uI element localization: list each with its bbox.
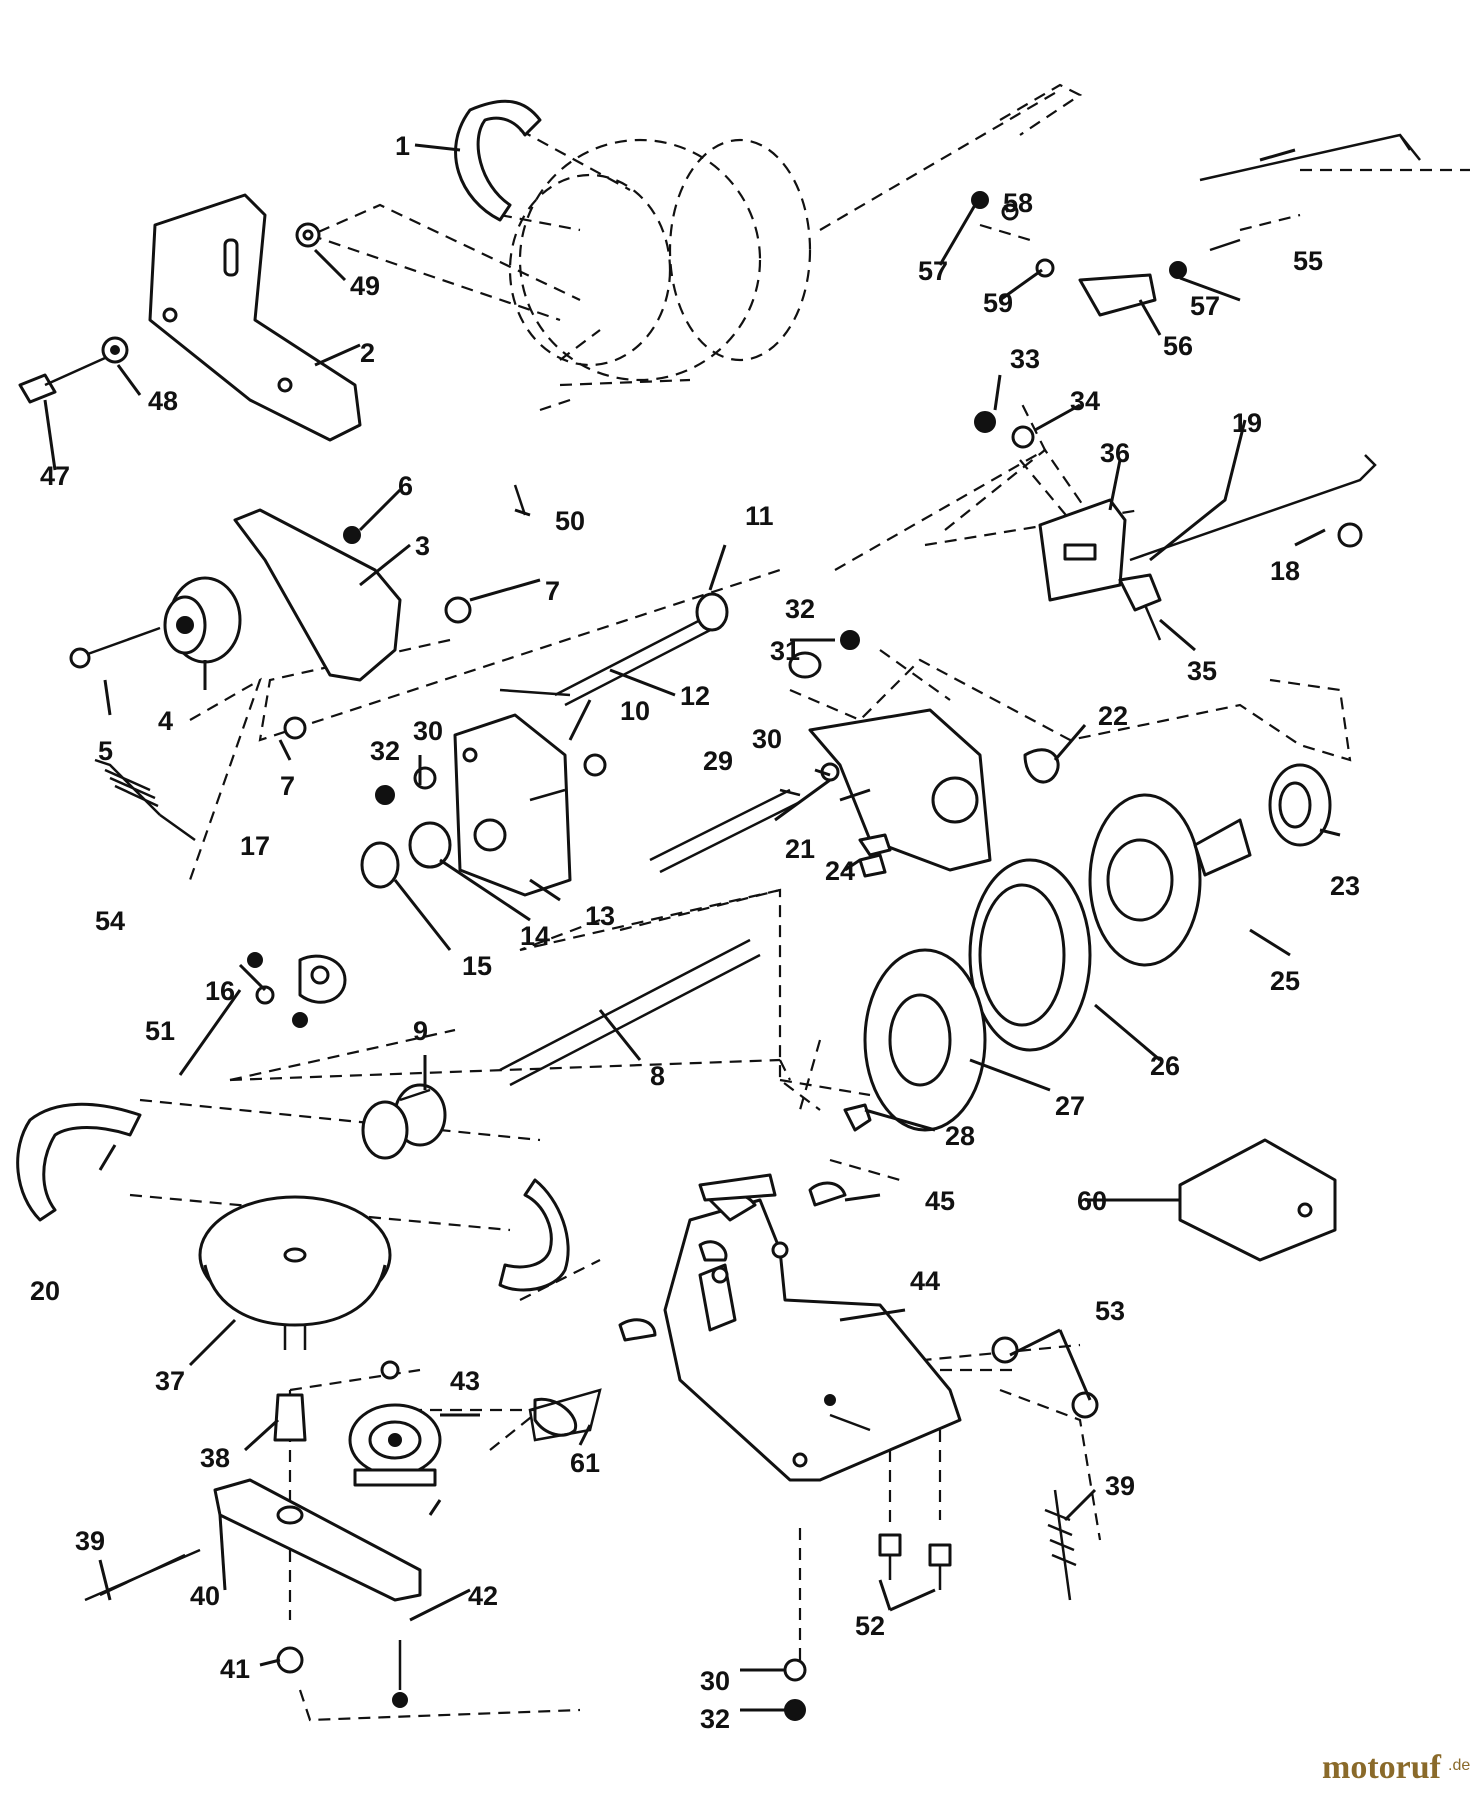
callout-31: 31	[770, 636, 800, 666]
pulley-9	[361, 1083, 447, 1160]
callout-44: 44	[910, 1266, 940, 1296]
spacers-45	[618, 1173, 847, 1342]
callout-41: 41	[220, 1654, 250, 1684]
callout-13: 13	[585, 901, 615, 931]
callout-19: 19	[1232, 408, 1262, 438]
callout-48: 48	[148, 386, 178, 416]
callout-59: 59	[983, 288, 1013, 318]
shaft-29-8	[499, 762, 840, 1087]
callout-57: 57	[918, 256, 948, 286]
callout-56: 56	[1163, 331, 1193, 361]
callout-26: 26	[1150, 1051, 1180, 1081]
callout-38: 38	[200, 1443, 230, 1473]
leader-lines	[43, 143, 1341, 1712]
idler-arm-40-pulley-4	[213, 1360, 578, 1708]
callout-30: 30	[700, 1666, 730, 1696]
callout-3: 3	[415, 531, 430, 561]
belt-guard-lower-1-20	[16, 1102, 570, 1292]
mounting-bracket-2	[148, 193, 362, 442]
callout-36: 36	[1100, 438, 1130, 468]
callout-18: 18	[1270, 556, 1300, 586]
callout-60: 60	[1077, 1186, 1107, 1216]
spring-54	[94, 758, 196, 842]
callout-14: 14	[520, 921, 550, 951]
callout-58: 58	[1003, 188, 1033, 218]
main-pulley-37-38	[198, 1195, 392, 1442]
callout-32: 32	[370, 736, 400, 766]
callout-32: 32	[785, 594, 815, 624]
callout-39: 39	[75, 1526, 105, 1556]
callout-54: 54	[95, 906, 125, 936]
callout-5: 5	[98, 736, 113, 766]
shift-plate-36-rod-19	[1038, 454, 1377, 641]
callout-53: 53	[1095, 1296, 1125, 1326]
callout-33: 33	[1010, 344, 1040, 374]
shaft-12-bearing-11	[499, 484, 860, 707]
watermark-logo: motoruf .de	[1322, 1749, 1470, 1786]
callout-7: 7	[545, 576, 560, 606]
callout-37: 37	[155, 1366, 185, 1396]
shift-linkage-55-59	[971, 133, 1421, 449]
callout-8: 8	[650, 1061, 665, 1091]
watermark-suffix: .de	[1448, 1757, 1470, 1774]
callout-43: 43	[450, 1366, 480, 1396]
callout-25: 25	[1270, 966, 1300, 996]
callout-2: 2	[360, 338, 375, 368]
callout-29: 29	[703, 746, 733, 776]
callout-22: 22	[1098, 701, 1128, 731]
watermark-text: motoruf	[1322, 1749, 1442, 1786]
spring-39-left	[84, 1548, 201, 1602]
belt-guard-top	[454, 99, 542, 222]
callout-35: 35	[1187, 656, 1217, 686]
callout-30: 30	[752, 724, 782, 754]
callout-21: 21	[785, 834, 815, 864]
spacers-14-15-17	[247, 952, 347, 1028]
bracket-21-bearing-22	[808, 708, 1060, 872]
callout-55: 55	[1293, 246, 1323, 276]
callout-40: 40	[190, 1581, 220, 1611]
callout-28: 28	[945, 1121, 975, 1151]
hardware-47-48-49	[18, 222, 321, 404]
gear-case-13	[360, 713, 607, 897]
callout-11: 11	[745, 501, 774, 531]
callout-45: 45	[925, 1186, 955, 1216]
clip-61	[528, 1388, 602, 1442]
callout-1: 1	[395, 131, 410, 161]
callout-30: 30	[413, 716, 443, 746]
callout-49: 49	[350, 271, 380, 301]
callout-42: 42	[468, 1581, 498, 1611]
callout-10: 10	[620, 696, 650, 726]
cover-60	[1178, 1138, 1337, 1262]
callout-9: 9	[413, 1016, 428, 1046]
callout-labels: 1 2 3 4 5 6 7 7 8 9 10 11 12 13 14 15 16…	[30, 131, 1360, 1734]
callout-6: 6	[398, 471, 413, 501]
callout-47: 47	[40, 461, 70, 491]
callout-27: 27	[1055, 1091, 1085, 1121]
callout-16: 16	[205, 976, 235, 1006]
callout-24: 24	[825, 856, 855, 886]
callout-51: 51	[145, 1016, 175, 1046]
callout-20: 20	[30, 1276, 60, 1306]
callout-23: 23	[1330, 871, 1360, 901]
callout-50: 50	[555, 506, 585, 536]
callout-4: 4	[158, 706, 173, 736]
idler-pulley-4-bracket-3	[69, 508, 472, 740]
clutch-assembly-23-28	[843, 763, 1332, 1132]
callout-57: 57	[1190, 291, 1220, 321]
callout-7: 7	[280, 771, 295, 801]
hardware-53-52-30-32-39	[783, 1336, 1099, 1721]
callout-17: 17	[240, 831, 270, 861]
callout-52: 52	[855, 1611, 885, 1641]
callout-34: 34	[1070, 386, 1100, 416]
callout-61: 61	[570, 1448, 600, 1478]
mounting-bracket-44	[663, 1191, 962, 1482]
callout-12: 12	[680, 681, 710, 711]
callout-32: 32	[700, 1704, 730, 1734]
callout-15: 15	[462, 951, 492, 981]
transmission-housing	[508, 83, 1083, 412]
callout-39: 39	[1105, 1471, 1135, 1501]
